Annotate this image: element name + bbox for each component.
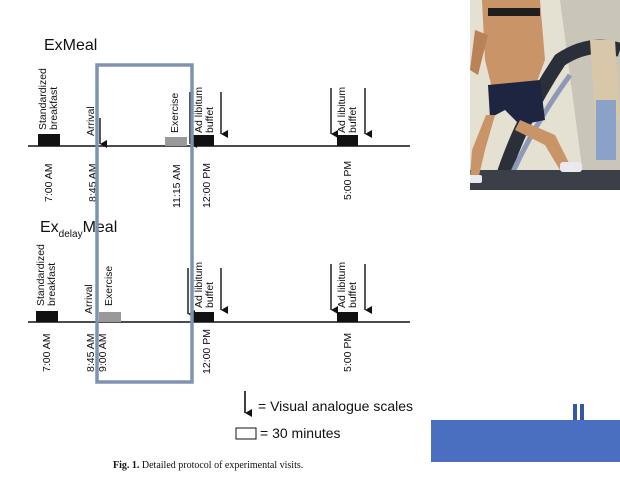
buffet-block (337, 312, 358, 322)
panel-title: ExdelayMeal (40, 219, 117, 240)
event-label: Arrival (83, 284, 95, 314)
event-label: Standardized breakfast (37, 65, 60, 130)
event-time: 9:00 AM (97, 333, 109, 372)
event-label: Ad libitum buffet (336, 259, 359, 308)
buffet-block (337, 135, 358, 146)
breakfast-block (36, 311, 58, 322)
panel-exmeal: ExMeal Standardized breakfast 7:00 AM Ar… (28, 37, 410, 208)
event-time: 5:00 PM (342, 333, 354, 372)
event-time: 12:00 PM (201, 163, 213, 208)
event-time: 7:00 AM (43, 163, 55, 202)
blue-bar-graphic (431, 404, 620, 462)
event-label: Standardized breakfast (35, 241, 58, 306)
legend-arrow-label: = Visual analogue scales (258, 398, 413, 414)
exercise-block (99, 312, 121, 322)
event-label: Arrival (85, 106, 97, 136)
figure-caption: Fig. 1. Detailed protocol of experimenta… (113, 460, 303, 471)
exercise-block (165, 137, 187, 146)
event-label: Ad libitum buffet (336, 84, 359, 133)
event-time: 11:15 AM (171, 164, 183, 208)
event-label: Exercise (103, 266, 115, 306)
event-label: Ad libitum buffet (193, 84, 216, 133)
treadmill-runner-photo (470, 0, 620, 190)
panel-exdelaymeal: ExdelayMeal Standardized breakfast 7:00 … (28, 219, 410, 374)
breakfast-block (38, 134, 60, 146)
panel-title: ExMeal (44, 37, 97, 54)
legend-box-icon (235, 427, 257, 440)
buffet-block (193, 135, 214, 146)
legend-box-label: = 30 minutes (260, 425, 341, 441)
event-time: 12:00 PM (201, 329, 213, 374)
highlight-box (95, 63, 194, 384)
legend: = Visual analogue scales = 30 minutes (235, 391, 413, 441)
event-label: Exercise (169, 93, 181, 133)
event-label: Ad libitum buffet (193, 259, 216, 308)
event-time: 5:00 PM (342, 161, 354, 200)
buffet-block (193, 312, 214, 322)
event-time: 7:00 AM (41, 333, 53, 372)
event-time: 8:45 AM (85, 333, 97, 372)
